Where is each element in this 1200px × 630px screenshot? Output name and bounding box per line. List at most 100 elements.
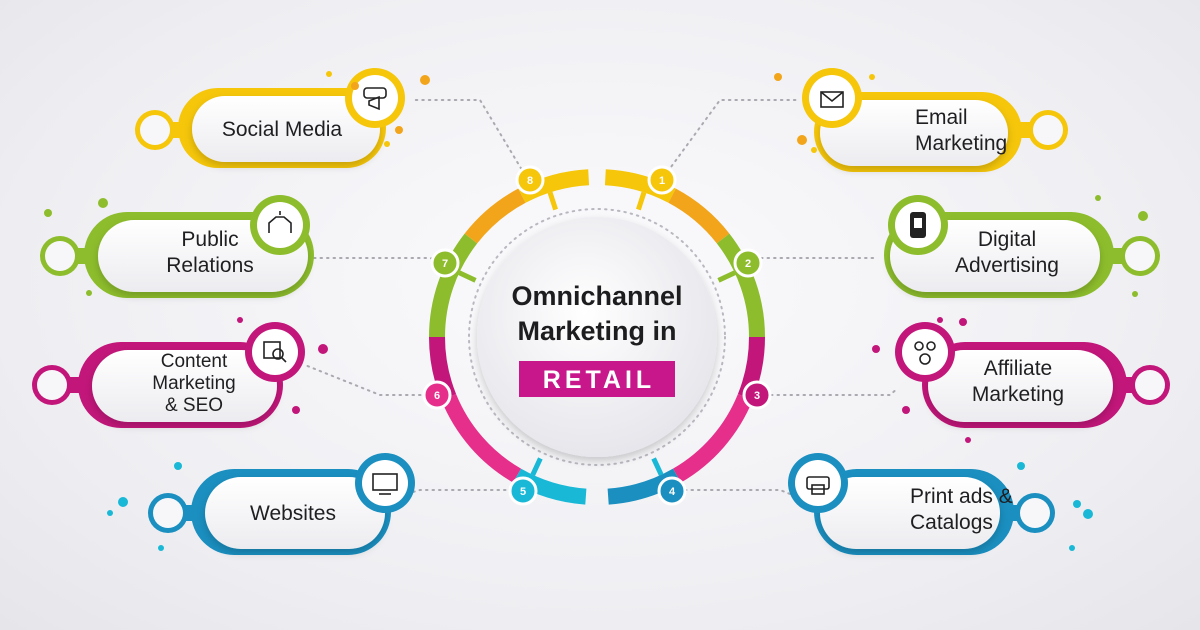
connector-7 xyxy=(299,257,446,263)
number-badge-3: 3 xyxy=(742,380,772,410)
number-badge-5: 5 xyxy=(508,476,538,506)
ring-arc-3 xyxy=(716,233,765,338)
number-badge-2: 2 xyxy=(733,248,763,278)
icon-plate xyxy=(902,329,948,375)
monitor-screen xyxy=(372,473,398,491)
connector-6 xyxy=(304,364,441,396)
ring-arc-11 xyxy=(464,188,526,244)
decor-dot xyxy=(395,126,403,134)
channel-label-line: Relations xyxy=(166,254,254,277)
connector-1 xyxy=(659,99,801,183)
number-badge-circle xyxy=(515,165,545,195)
decor-dot xyxy=(797,135,807,145)
number-badge-circle xyxy=(430,248,460,278)
number-badge-circle xyxy=(657,476,687,506)
icon-plate xyxy=(252,329,298,375)
channel-label-line: & SEO xyxy=(165,395,223,416)
retail-badge xyxy=(519,361,675,397)
decor-dot xyxy=(98,198,108,208)
decor-dot xyxy=(1069,545,1075,551)
decor-dot xyxy=(965,437,971,443)
card-body xyxy=(205,477,385,549)
icon-plate xyxy=(362,460,408,506)
decor-dot xyxy=(1073,500,1081,508)
card-body xyxy=(92,350,277,422)
printer-icon xyxy=(788,453,848,513)
decor-dot xyxy=(1095,195,1101,201)
person-head-right xyxy=(926,341,936,351)
decor-dot xyxy=(292,406,300,414)
public-relations-icon xyxy=(250,195,310,255)
decor-dot xyxy=(811,147,817,153)
number-badge-1: 1 xyxy=(647,165,677,195)
connector-3 xyxy=(757,387,899,396)
number-badge-label: 7 xyxy=(442,258,448,270)
affiliate-people-icon xyxy=(895,322,955,382)
handshake-shape xyxy=(268,216,292,233)
decor-dot xyxy=(1132,291,1138,297)
number-badge-label: 1 xyxy=(659,175,665,187)
ring-spoke-6 xyxy=(547,191,558,211)
number-badge-circle xyxy=(508,476,538,506)
card-knob xyxy=(1125,241,1155,271)
ring-arc-1 xyxy=(604,169,676,203)
printer-paper xyxy=(811,484,825,495)
card-knob xyxy=(37,370,67,400)
number-badge-label: 6 xyxy=(434,390,440,402)
content-seo-icon xyxy=(245,322,305,382)
channel-label-line: Social Media xyxy=(222,118,343,141)
number-badge-label: 4 xyxy=(669,486,676,498)
website-monitor-icon xyxy=(355,453,415,513)
channel-label-line: Websites xyxy=(250,502,336,525)
number-badge-label: 3 xyxy=(754,390,760,402)
channel-label-line: Print ads & xyxy=(910,485,1013,508)
outer-ring xyxy=(429,169,765,505)
inner-dotted-ring xyxy=(468,208,726,466)
channel-label-line: Email xyxy=(915,106,968,129)
decor-dot xyxy=(44,209,52,217)
smartphone-ad-icon xyxy=(888,195,948,255)
ring-spoke-1 xyxy=(636,191,647,211)
ring-arc-8 xyxy=(441,393,522,483)
email-envelope-icon xyxy=(802,68,862,128)
decor-dot xyxy=(326,71,332,77)
channel-label-line: Affiliate xyxy=(984,357,1053,380)
magnifier-handle xyxy=(281,357,287,363)
connector-8 xyxy=(414,99,529,181)
decor-dot xyxy=(318,344,328,354)
icon-plate xyxy=(257,202,303,248)
decor-dot xyxy=(937,317,943,323)
ring-spoke-2 xyxy=(717,270,736,283)
card-body xyxy=(928,350,1113,422)
retail-badge-text: RETAIL xyxy=(543,366,655,394)
channel-label-line: Public xyxy=(181,228,238,251)
ring-spokes xyxy=(458,191,736,476)
number-badge-circle xyxy=(422,380,452,410)
printer-body xyxy=(806,476,830,490)
envelope-flap xyxy=(820,91,844,103)
coin-circle xyxy=(919,353,931,365)
icon-plate xyxy=(795,460,841,506)
number-badge-4: 4 xyxy=(657,476,687,506)
card-knob xyxy=(153,498,183,528)
number-badge-7: 7 xyxy=(430,248,460,278)
card-knob xyxy=(140,115,170,145)
ring-arc-2 xyxy=(668,188,730,244)
megaphone-shape xyxy=(368,95,380,111)
decor-dot xyxy=(1083,509,1093,519)
number-badge-label: 8 xyxy=(527,175,533,187)
number-badge-label: 2 xyxy=(745,258,751,270)
ring-spoke-4 xyxy=(530,457,543,476)
decor-dot xyxy=(1017,462,1025,470)
card-knob xyxy=(1135,370,1165,400)
decor-dot xyxy=(86,290,92,296)
center-title-line2: Marketing in xyxy=(517,316,676,346)
decor-dot xyxy=(384,141,390,147)
number-badge-circle xyxy=(742,380,772,410)
card-body xyxy=(820,477,1000,549)
envelope-body xyxy=(820,91,844,108)
center-title-line1: Omnichannel xyxy=(511,281,682,311)
number-badges: 1 2 3 4 5 6 7 8 xyxy=(422,165,772,506)
channel-label-line: Digital xyxy=(978,228,1036,251)
